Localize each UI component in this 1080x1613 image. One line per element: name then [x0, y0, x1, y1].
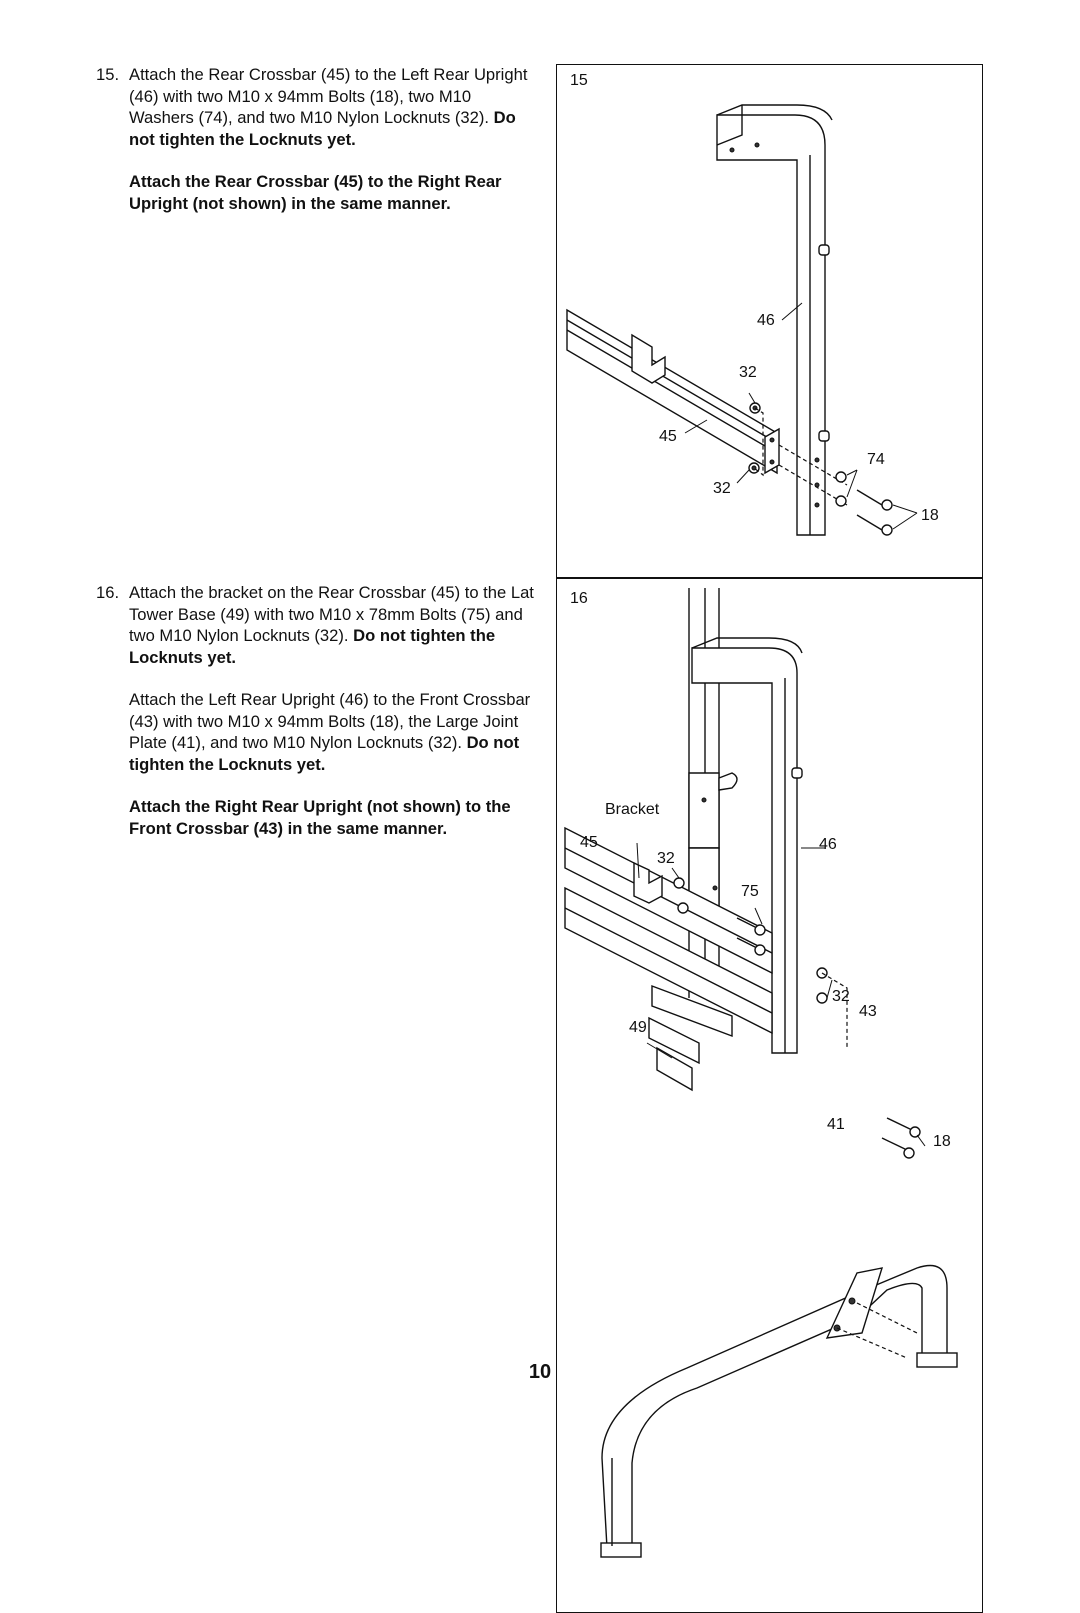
step-15-text: Attach the Rear Crossbar (45) to the Lef… [129, 65, 528, 127]
callout-15-washers: 74 [867, 451, 885, 468]
figure-15-drawing [566, 104, 918, 536]
step-16-text: Attach the bracket on the Rear Crossbar … [129, 583, 534, 645]
step-16-note-text: Attach the Right Rear Upright (not shown… [129, 797, 511, 838]
callout-16-joint-plate: 41 [827, 1116, 845, 1133]
callout-15-crossbar: 45 [659, 428, 677, 445]
page-number: 10 [528, 1361, 552, 1383]
callout-15-nut-top: 32 [739, 364, 757, 381]
callout-16-bracket: Bracket [605, 801, 660, 818]
step-15-warning: Do not tighten the Locknuts yet. [129, 108, 516, 149]
figure-16-number: 16 [570, 590, 588, 607]
step-15-number: 15. [96, 65, 120, 84]
rear-upright-46 [691, 647, 798, 1054]
step-16-warning-2: Do not tighten the Locknuts yet. [129, 733, 520, 774]
callout-15-upright: 46 [757, 312, 775, 329]
callout-16-bolts-long: 18 [933, 1133, 951, 1150]
step-16-warning: Do not tighten the Locknuts yet. [129, 626, 496, 667]
front-crossbar-43 [601, 1291, 858, 1549]
callout-16-crossbar: 45 [580, 834, 598, 851]
callout-15-bolts: 18 [921, 507, 939, 524]
callout-15-nut-bottom: 32 [713, 480, 731, 497]
step-15-note-text: Attach the Rear Crossbar (45) to the Rig… [129, 172, 502, 213]
step-16: 16. Attach the bracket on the Rear Cross… [96, 582, 536, 839]
figure-15-panel: 15 46 32 45 32 74 18 [556, 64, 983, 579]
lat-tower-base-49 [651, 984, 733, 1038]
figure-16-drawing [564, 588, 958, 1558]
callout-16-upright: 46 [819, 836, 837, 853]
figure-15-number: 15 [570, 72, 588, 89]
step-15: 15. Attach the Rear Crossbar (45) to the… [96, 64, 536, 214]
step-16-instruction-2: Attach the Left Rear Upright (46) to the… [129, 689, 536, 775]
callout-16-front-crossbar: 43 [859, 1003, 877, 1020]
step-16-instruction: Attach the bracket on the Rear Crossbar … [129, 582, 536, 668]
callout-16-bolts-short: 75 [741, 883, 759, 900]
rear-upright-46 [716, 114, 826, 536]
figure-16-panel: 16 Bracket 45 32 46 75 32 43 49 41 18 [556, 577, 983, 1613]
callout-16-base: 49 [629, 1019, 647, 1036]
step-15-instruction: Attach the Rear Crossbar (45) to the Lef… [129, 64, 536, 150]
callout-16-nuts-top: 32 [657, 850, 675, 867]
callout-16-nuts-right: 32 [832, 988, 850, 1005]
step-15-note: Attach the Rear Crossbar (45) to the Rig… [129, 171, 536, 214]
step-16-text-2: Attach the Left Rear Upright (46) to the… [129, 690, 531, 752]
step-16-number: 16. [96, 583, 120, 602]
step-16-note: Attach the Right Rear Upright (not shown… [129, 796, 536, 839]
